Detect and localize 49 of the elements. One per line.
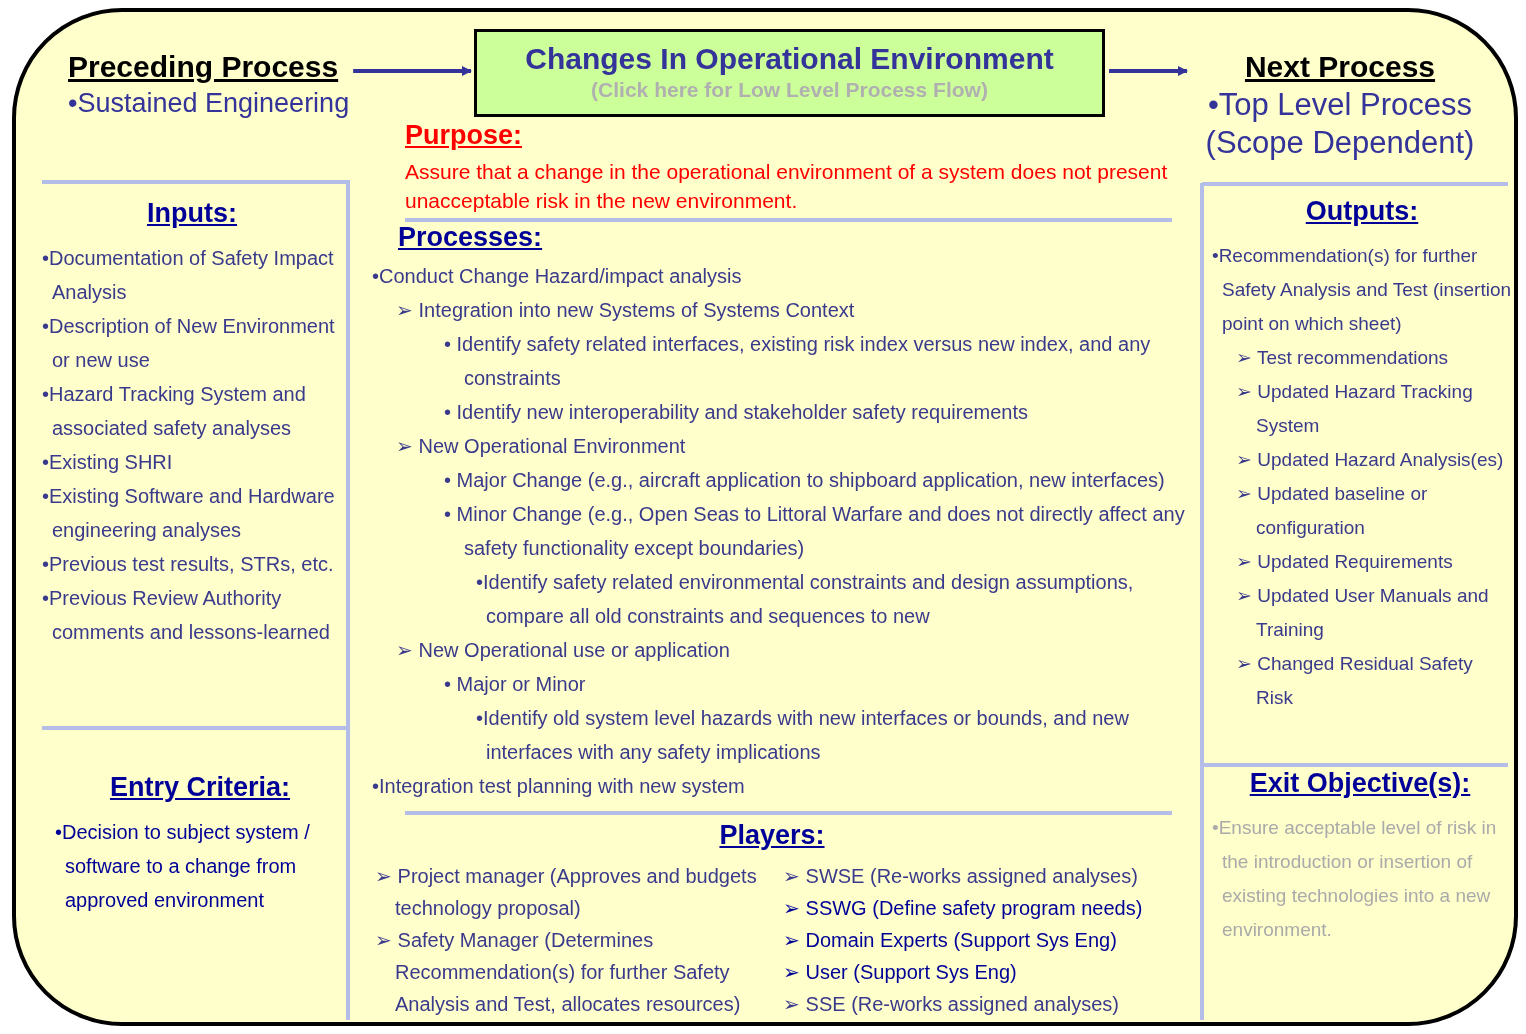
list-item: • Identify safety related interfaces, existing risk index versus new index, and any constraints: [444, 332, 1152, 391]
process-box: Changes In Operational Environment (Click here for Low Level Process Flow): [474, 29, 1105, 117]
list-item: ➢ Updated Hazard Analysis(es): [1236, 448, 1505, 472]
list-item: •Previous test results, STRs, etc.: [42, 552, 335, 577]
arrow: [353, 66, 472, 76]
list-item: ➢ Changed Residual Safety Risk: [1236, 652, 1474, 710]
list-item: •Conduct Change Hazard/impact analysis: [372, 264, 743, 289]
list-item: ➢ Updated Hazard Tracking System: [1236, 380, 1474, 438]
list-item: •Hazard Tracking System and associated safety analyses: [42, 382, 307, 441]
list-item: •Existing Software and Hardware engineering analyses: [42, 484, 336, 543]
list-item: ➢ New Operational Environment: [396, 434, 687, 459]
list-item: •Description of New Environment or new use: [42, 314, 336, 373]
list-item: ➢ Updated User Manuals and Training: [1236, 584, 1490, 642]
list-item: ➢ Domain Experts (Support Sys Eng): [783, 928, 1118, 953]
list-item: ➢ Integration into new Systems of Systems Context: [396, 298, 856, 323]
purpose-text: Assure that a change in the operational environment of a system does not present unacceptable risk in the new environment.: [405, 159, 1169, 214]
list-item: ➢ Updated Requirements: [1236, 550, 1454, 574]
process-label: Next Process •Top Level Process (Scope Dependent): [1190, 50, 1490, 162]
process-label: Preceding Process •Sustained Engineering: [68, 50, 350, 119]
list-item: •Ensure acceptable level of risk in the introduction or insertion of existing technologies into a new environment.: [1212, 816, 1498, 942]
list-item: ➢ Test recommendations: [1236, 346, 1450, 370]
list-item: •Identify old system level hazards with new interfaces or bounds, and new interfaces with any safety implications: [476, 706, 1130, 765]
list-item: ➢ User (Support Sys Eng): [783, 960, 1018, 985]
arrow: [1109, 66, 1188, 76]
list-item: • Identify new interoperability and stakeholder safety requirements: [444, 400, 1029, 425]
list-item: • Major Change (e.g., aircraft application to shipboard application, new interfaces): [444, 468, 1166, 493]
section-heading: Players:: [719, 820, 825, 851]
section-heading: Inputs:: [147, 198, 237, 229]
list-item: ➢ Updated baseline or configuration: [1236, 482, 1429, 540]
list-item: •Previous Review Authority comments and lessons-learned: [42, 586, 331, 645]
section-heading: Processes:: [398, 222, 543, 253]
section-heading: Purpose:: [405, 120, 523, 151]
list-item: •Existing SHRI: [42, 450, 174, 475]
list-item: ➢ New Operational use or application: [396, 638, 731, 663]
list-item: •Identify safety related environmental constraints and design assumptions, compare all old constraints and sequences to new: [476, 570, 1135, 629]
list-item: ➢ Safety Manager (Determines Recommendation(s) for further Safety Analysis and Test, allocates resources): [375, 928, 742, 1017]
section-heading: Entry Criteria:: [109, 772, 291, 803]
list-item: •Documentation of Safety Impact Analysis: [42, 246, 335, 305]
list-item: ➢ SSWG (Define safety program needs): [783, 896, 1144, 921]
list-item: •Decision to subject system / software to a change from approved environment: [55, 820, 311, 913]
list-item: ➢ SWSE (Re-works assigned analyses): [783, 864, 1139, 889]
section-heading: Outputs:: [1305, 196, 1419, 227]
list-item: •Integration test planning with new system: [372, 774, 746, 799]
list-item: •Recommendation(s) for further Safety Analysis and Test (insertion point on which sheet): [1212, 244, 1512, 336]
list-item: • Major or Minor: [444, 672, 587, 697]
list-item: • Minor Change (e.g., Open Seas to Littoral Warfare and does not directly affect any safety functionality except boundaries): [444, 502, 1186, 561]
list-item: ➢ SSE (Re-works assigned analyses): [783, 992, 1120, 1017]
section-heading: Exit Objective(s):: [1249, 768, 1471, 799]
list-item: ➢ Project manager (Approves and budgets technology proposal): [375, 864, 758, 921]
